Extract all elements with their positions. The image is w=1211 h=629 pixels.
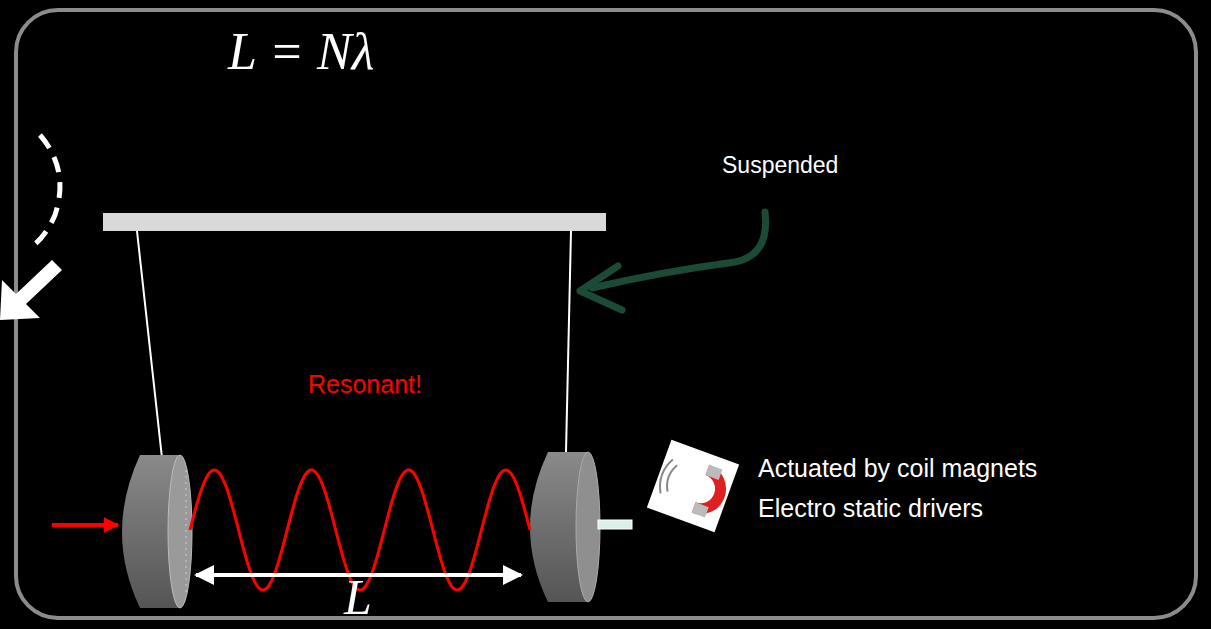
- length-label: L: [344, 569, 372, 627]
- pointer-arrow: [0, 260, 62, 320]
- actuator-label: Actuated by coil magnets: [758, 454, 1037, 483]
- input-beam: [52, 523, 118, 527]
- suspension-wire: [566, 231, 571, 452]
- magnet-icon: [647, 440, 739, 532]
- suspended-label: Suspended: [722, 152, 838, 178]
- actuator-label: Electro static drivers: [758, 494, 983, 523]
- support-bar: [103, 213, 606, 231]
- panel-border: [16, 10, 1196, 618]
- suspended-pointer-head: [580, 266, 622, 310]
- magnet-stub: [598, 520, 632, 529]
- dashed-arc: [30, 135, 60, 248]
- mirror-left: [122, 455, 192, 608]
- suspended-pointer: [592, 212, 766, 288]
- equation-title: L = Nλ: [228, 22, 374, 82]
- suspension-wire: [137, 231, 162, 458]
- resonant-label: Resonant!: [308, 370, 422, 399]
- mirror-right: [530, 452, 632, 602]
